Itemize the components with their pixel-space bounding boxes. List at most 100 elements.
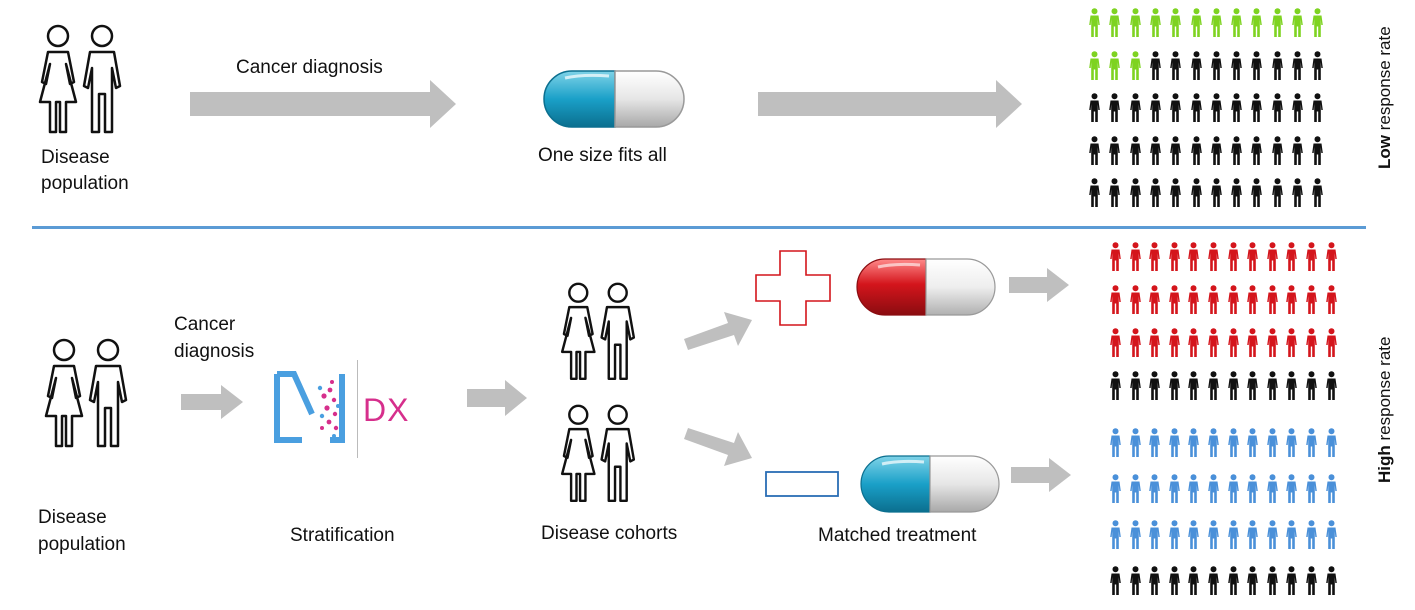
nonresponder-person-icon <box>1168 566 1180 595</box>
responder-person-icon <box>1110 474 1121 503</box>
responder-person-icon <box>1247 242 1258 271</box>
nonresponder-person-icon <box>1306 371 1317 400</box>
top-population-label-line1: Disease <box>41 147 110 168</box>
bottom-arrow-label-line2: diagnosis <box>174 341 255 362</box>
nonresponder-person-icon <box>1150 50 1161 80</box>
nonresponder-person-icon <box>1129 178 1141 207</box>
nonresponder-person-icon <box>1129 93 1141 122</box>
responder-person-icon <box>1251 8 1263 37</box>
responder-person-icon <box>1149 242 1160 271</box>
top-side-label-bold: Low <box>1375 135 1394 169</box>
nonresponder-person-icon <box>1190 93 1202 122</box>
responder-person-icon <box>1227 328 1239 357</box>
responder-person-icon <box>1149 428 1160 457</box>
nonresponder-person-icon <box>1190 178 1202 207</box>
responder-person-icon <box>1306 474 1317 503</box>
responder-person-icon <box>1325 242 1337 271</box>
responder-person-icon <box>1188 474 1200 503</box>
responder-person-icon <box>1188 428 1200 457</box>
bottom-arrow-label-line1: Cancer <box>174 314 236 335</box>
nonresponder-person-icon <box>1251 50 1263 80</box>
nonresponder-person-icon <box>1109 135 1121 165</box>
responder-person-icon <box>1188 520 1200 549</box>
responder-person-icon <box>1286 428 1298 457</box>
responder-person-icon <box>1168 285 1180 314</box>
stratification-label: Stratification <box>290 525 395 546</box>
red-capsule-icon <box>856 258 996 316</box>
responder-person-icon <box>1149 474 1160 503</box>
responder-person-icon <box>1247 474 1258 503</box>
responder-person-icon <box>1208 285 1219 314</box>
responder-person-icon <box>1149 520 1160 549</box>
responder-person-icon <box>1286 285 1298 314</box>
responder-person-icon <box>1306 428 1317 457</box>
top-side-label: Low response rate <box>1375 26 1397 169</box>
nonresponder-person-icon <box>1292 178 1303 207</box>
nonresponder-person-icon <box>1231 93 1242 122</box>
nonresponder-person-icon <box>1231 50 1242 80</box>
responder-person-icon <box>1306 285 1317 314</box>
cohort-2-icon <box>553 404 643 508</box>
nonresponder-person-icon <box>1271 50 1283 80</box>
responder-person-icon <box>1208 242 1219 271</box>
responder-person-icon <box>1168 328 1180 357</box>
responder-person-icon <box>1129 474 1141 503</box>
responder-person-icon <box>1306 242 1317 271</box>
responder-person-icon <box>1306 328 1317 357</box>
responder-person-icon <box>1109 50 1121 80</box>
responder-person-icon <box>1266 328 1278 357</box>
nonresponder-person-icon <box>1150 135 1161 165</box>
responder-person-icon <box>1188 285 1200 314</box>
responder-person-icon <box>1227 520 1239 549</box>
responder-person-icon <box>1129 8 1141 37</box>
responder-person-icon <box>1227 428 1239 457</box>
responder-person-icon <box>1325 285 1337 314</box>
mdx-logo <box>272 366 362 458</box>
responder-person-icon <box>1089 50 1100 80</box>
responder-person-icon <box>1089 8 1100 37</box>
nonresponder-person-icon <box>1251 135 1263 165</box>
arrow-to-blue-grid <box>1011 458 1071 492</box>
responder-person-icon <box>1227 242 1239 271</box>
top-side-label-rest: response rate <box>1375 26 1394 135</box>
nonresponder-person-icon <box>1227 566 1239 595</box>
responder-person-icon <box>1227 474 1239 503</box>
nonresponder-person-icon <box>1247 371 1258 400</box>
responder-person-icon <box>1271 8 1283 37</box>
responder-person-icon <box>1208 428 1219 457</box>
nonresponder-person-icon <box>1170 93 1181 122</box>
nonresponder-person-icon <box>1208 371 1219 400</box>
arrow-to-red-grid <box>1009 268 1069 302</box>
nonresponder-person-icon <box>1266 371 1278 400</box>
nonresponder-person-icon <box>1210 50 1222 80</box>
responder-person-icon <box>1150 8 1161 37</box>
nonresponder-person-icon <box>1188 371 1200 400</box>
nonresponder-person-icon <box>1190 135 1202 165</box>
responder-person-icon <box>1247 520 1258 549</box>
nonresponder-person-icon <box>1286 371 1298 400</box>
responder-person-icon <box>1292 8 1303 37</box>
responder-person-icon <box>1266 474 1278 503</box>
nonresponder-person-icon <box>1312 93 1324 122</box>
nonresponder-person-icon <box>1306 566 1317 595</box>
responder-person-icon <box>1208 474 1219 503</box>
nonresponder-person-icon <box>1170 135 1181 165</box>
nonresponder-person-icon <box>1129 371 1141 400</box>
nonresponder-person-icon <box>1188 566 1200 595</box>
bottom-population-label-line1: Disease <box>38 507 107 528</box>
nonresponder-person-icon <box>1292 93 1303 122</box>
section-divider <box>32 226 1366 229</box>
responder-person-icon <box>1306 520 1317 549</box>
responder-person-icon <box>1168 242 1180 271</box>
responder-person-icon <box>1227 285 1239 314</box>
nonresponder-person-icon <box>1109 93 1121 122</box>
responder-person-icon <box>1208 520 1219 549</box>
responder-person-icon <box>1149 328 1160 357</box>
nonresponder-person-icon <box>1271 178 1283 207</box>
nonresponder-person-icon <box>1190 50 1202 80</box>
nonresponder-person-icon <box>1325 566 1337 595</box>
responder-person-icon <box>1312 8 1324 37</box>
treatment-label: Matched treatment <box>818 525 977 546</box>
bottom-arrow-2 <box>467 380 527 416</box>
mdx-logo-text: DX <box>363 392 410 428</box>
